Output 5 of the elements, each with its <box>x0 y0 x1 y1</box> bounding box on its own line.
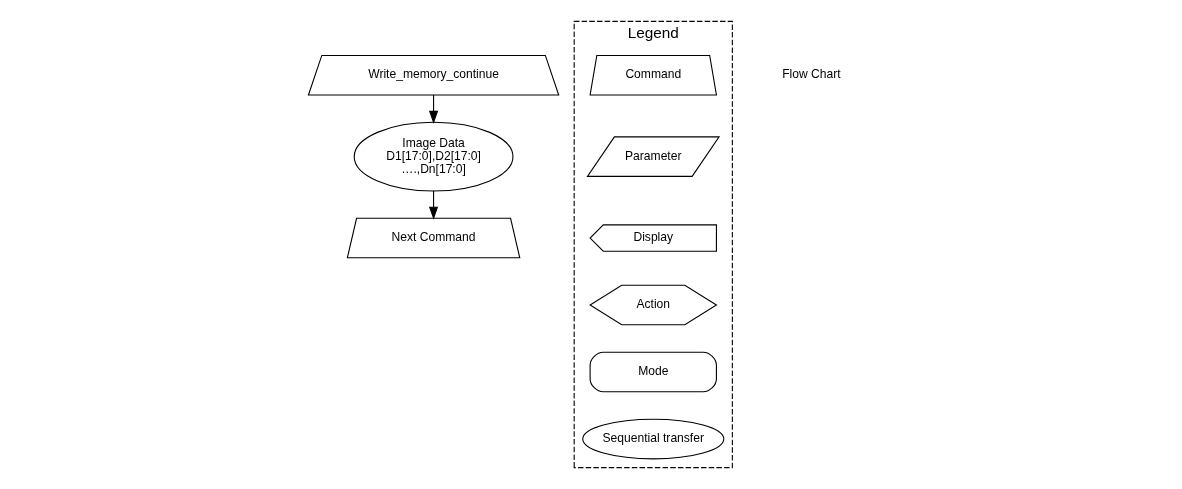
label: Flow Chart <box>781 67 841 82</box>
node-ellipse: Sequential transfer <box>581 418 724 460</box>
node-box: Command <box>588 54 717 96</box>
node-ellipse: Image Data D1[17:0],D2[17:0] ….,Dn[17:0] <box>353 121 513 192</box>
node-box: Mode <box>589 351 717 393</box>
